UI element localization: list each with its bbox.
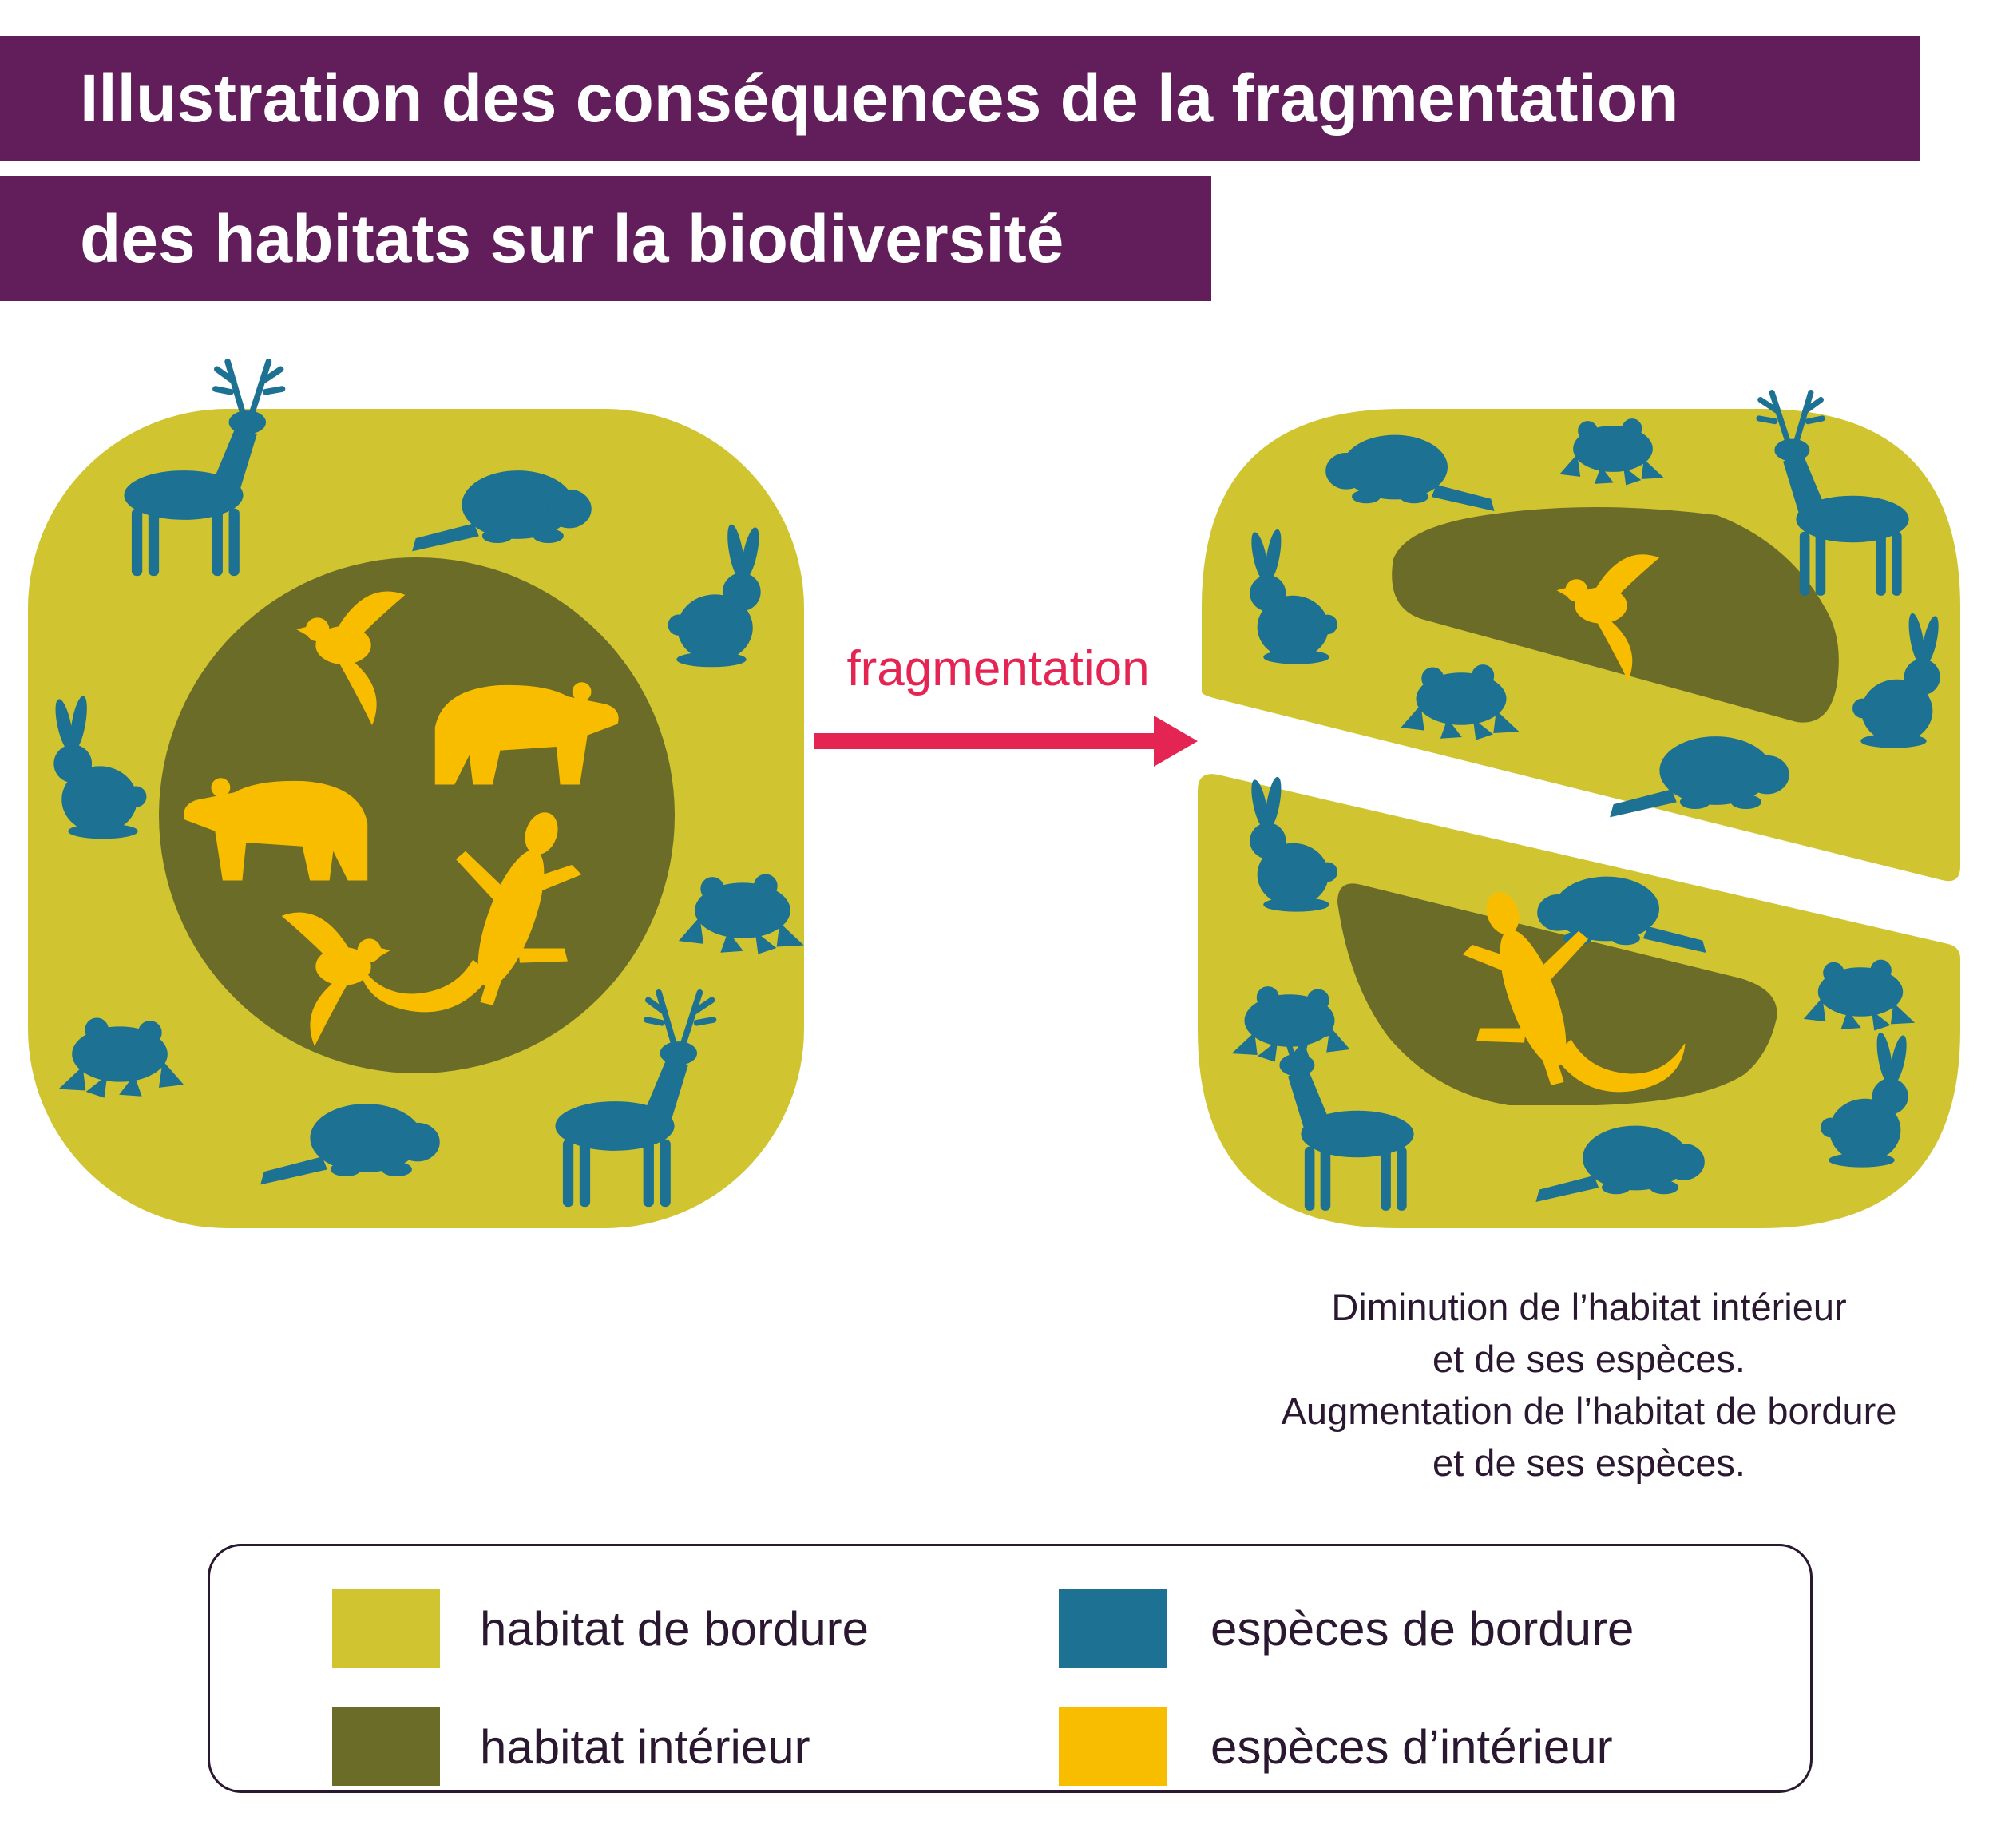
caption-line: Augmentation de l’habitat de bordure (1281, 1390, 1897, 1432)
legend-label: espèces d’intérieur (1210, 1719, 1613, 1774)
title-line-1: Illustration des conséquences de la frag… (0, 36, 1920, 161)
interior-habitat-after-bottom (1337, 883, 1777, 1105)
interior-habitat-before (159, 557, 675, 1073)
legend-swatch (1059, 1589, 1167, 1668)
caption: Diminution de l’habitat intérieur et de … (1190, 1281, 1988, 1489)
legend-item-especes-de-bordure: espèces de bordure (1059, 1589, 1634, 1668)
legend: habitat de bordure habitat intérieur esp… (208, 1544, 1813, 1793)
legend-label: espèces de bordure (1210, 1601, 1634, 1656)
caption-line: et de ses espèces. (1432, 1442, 1745, 1484)
legend-label: habitat de bordure (480, 1601, 870, 1656)
habitat-before (28, 362, 804, 1228)
fragmentation-arrow (814, 716, 1198, 767)
legend-item-especes-interieur: espèces d’intérieur (1059, 1707, 1613, 1786)
legend-swatch (332, 1589, 440, 1668)
legend-item-habitat-interieur: habitat intérieur (332, 1707, 810, 1786)
legend-swatch (332, 1707, 440, 1786)
fragmentation-label: fragmentation (846, 641, 1149, 696)
title-line-2: des habitats sur la biodiversité (0, 176, 1211, 301)
caption-line: Diminution de l’habitat intérieur (1331, 1286, 1847, 1328)
habitat-after (1198, 393, 1960, 1228)
caption-line: et de ses espèces. (1432, 1338, 1745, 1380)
legend-item-habitat-de-bordure: habitat de bordure (332, 1589, 869, 1668)
legend-label: habitat intérieur (480, 1719, 810, 1774)
legend-swatch (1059, 1707, 1167, 1786)
